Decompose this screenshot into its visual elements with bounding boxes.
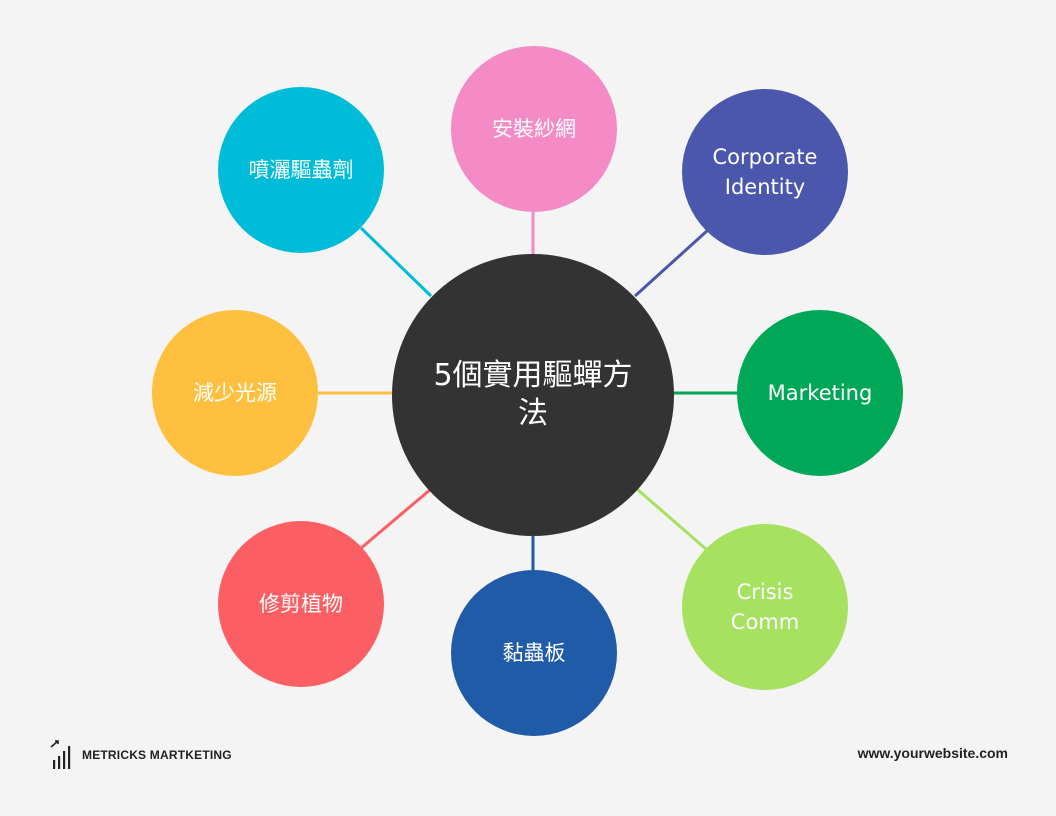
connector-top-left (359, 226, 433, 298)
node-label: Corporate Identity (712, 145, 818, 199)
node-corporate-identity: Corporate Identity (682, 89, 848, 255)
node-label: 修剪植物 (259, 592, 343, 616)
center-label: 5個實用驅蟬方 法 (433, 358, 633, 431)
bar-chart-icon (50, 740, 71, 769)
node-reduce-light: 減少光源 (152, 310, 318, 476)
brand-name: METRICKS MARTKETING (82, 748, 232, 762)
website-url: www.yourwebsite.com (857, 745, 1008, 761)
connector-bottom-right (636, 487, 708, 552)
node-marketing: Marketing (737, 310, 903, 476)
node-crisis-comm: Crisis Comm (682, 524, 848, 690)
node-install-screen: 安裝紗網 (451, 46, 617, 212)
node-label: 減少光源 (193, 381, 277, 405)
connector-top-right (633, 228, 710, 298)
node-label: 安裝紗網 (492, 117, 576, 141)
node-spray-repellent: 噴灑驅蟲劑 (218, 87, 384, 253)
node-label: Marketing (767, 381, 873, 405)
node-sticky-trap: 黏蟲板 (451, 570, 617, 736)
node-label: Crisis Comm (730, 580, 800, 634)
center-node: 5個實用驅蟬方 法 (392, 254, 674, 536)
node-prune-plants: 修剪植物 (218, 521, 384, 687)
connector-bottom-left (359, 487, 432, 551)
node-label: 黏蟲板 (502, 641, 566, 665)
brand-logo: METRICKS MARTKETING (50, 740, 232, 770)
node-label: 噴灑驅蟲劑 (248, 158, 354, 182)
